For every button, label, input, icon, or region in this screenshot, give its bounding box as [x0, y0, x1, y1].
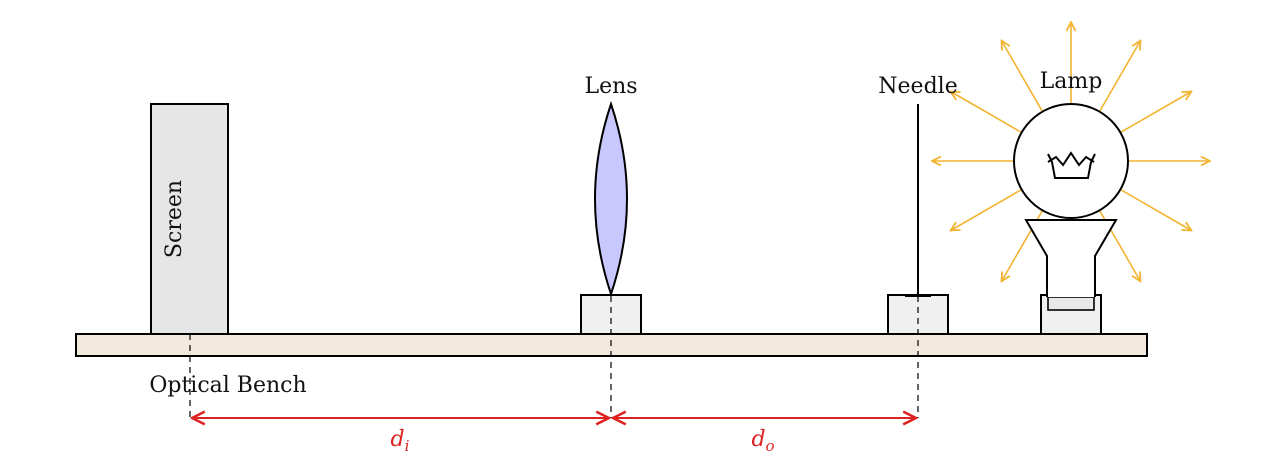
lamp-socket: [1024, 219, 1118, 297]
lens-label: Lens: [584, 74, 637, 99]
lamp-label: Lamp: [1040, 69, 1103, 94]
reference-lines: [189, 296, 919, 418]
distance-markers: di do: [192, 418, 916, 455]
light-bulb: [1013, 103, 1129, 219]
screen-label: Screen: [162, 180, 187, 258]
lamp-socket-plate: [1047, 296, 1095, 311]
bulb-filament: [1047, 151, 1096, 179]
screen: Screen: [150, 103, 229, 335]
optical-bench-label: Optical Bench: [149, 373, 306, 398]
lamp: Lamp: [1013, 69, 1129, 335]
object-distance-label: do: [751, 427, 774, 455]
needle-label: Needle: [878, 74, 957, 99]
image-distance-label: di: [391, 427, 410, 455]
needle-assembly: Needle: [878, 74, 958, 335]
lens-assembly: Lens: [580, 74, 642, 335]
lens: [594, 100, 628, 298]
